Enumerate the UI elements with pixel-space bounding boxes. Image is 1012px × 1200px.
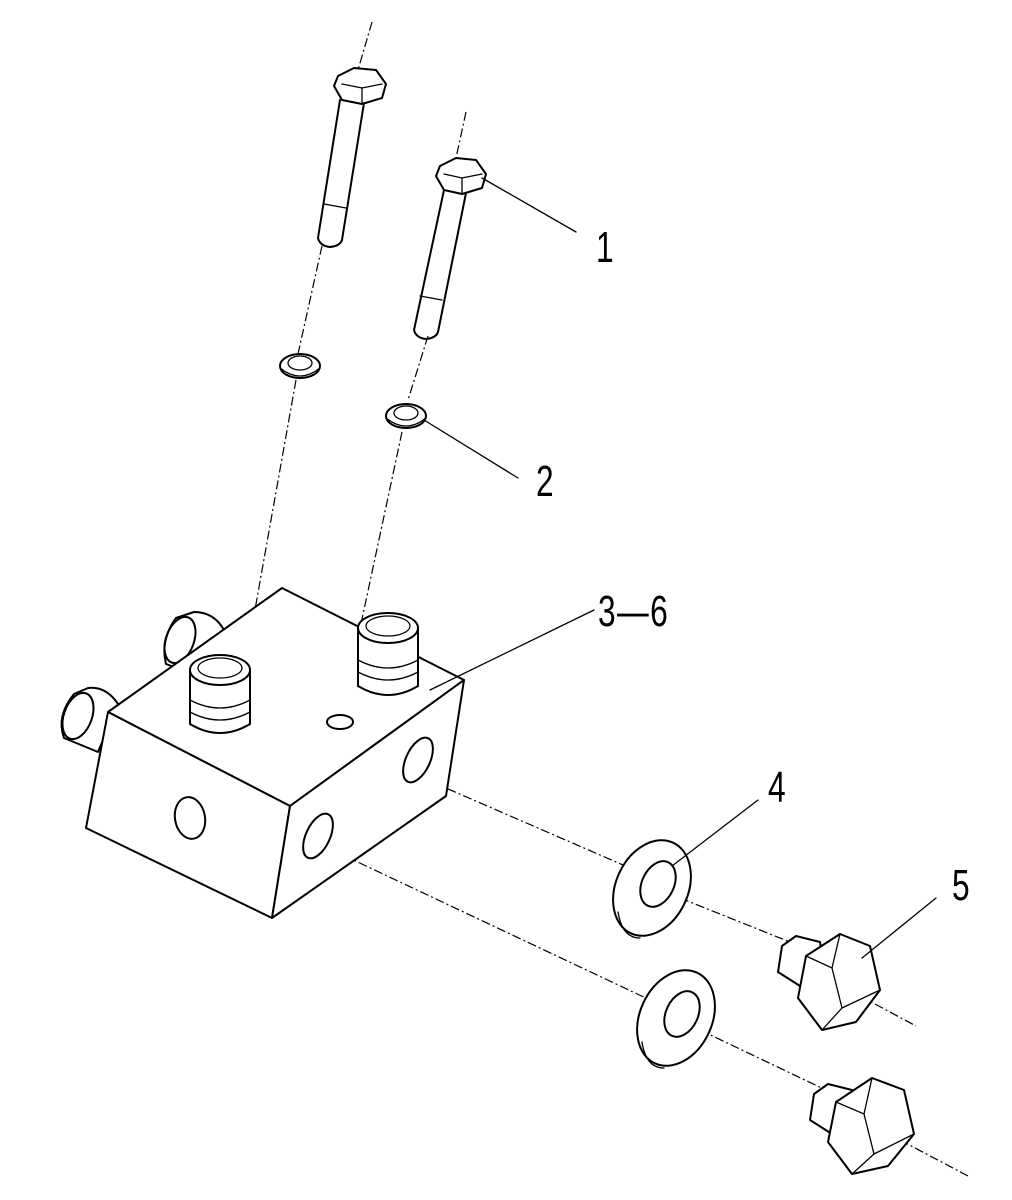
plug-lower <box>809 1077 915 1175</box>
seal-washer-upper <box>612 839 692 939</box>
bolt-right <box>413 157 487 340</box>
plug-upper <box>777 933 881 1031</box>
washer-left <box>279 353 321 379</box>
callout-2: 2 <box>536 457 556 506</box>
leader-lines <box>423 177 937 959</box>
callout-1: 1 <box>596 223 616 272</box>
cartridge-right <box>357 612 419 696</box>
cartridge-left <box>189 654 251 734</box>
center-lines <box>245 21 969 1177</box>
bolt-left <box>317 67 387 248</box>
callout-5: 5 <box>952 861 972 910</box>
callout-4: 4 <box>768 763 788 812</box>
washer-right <box>385 403 427 429</box>
seal-washer-lower <box>636 969 716 1069</box>
callout-3-6: 3—6 <box>598 587 670 636</box>
